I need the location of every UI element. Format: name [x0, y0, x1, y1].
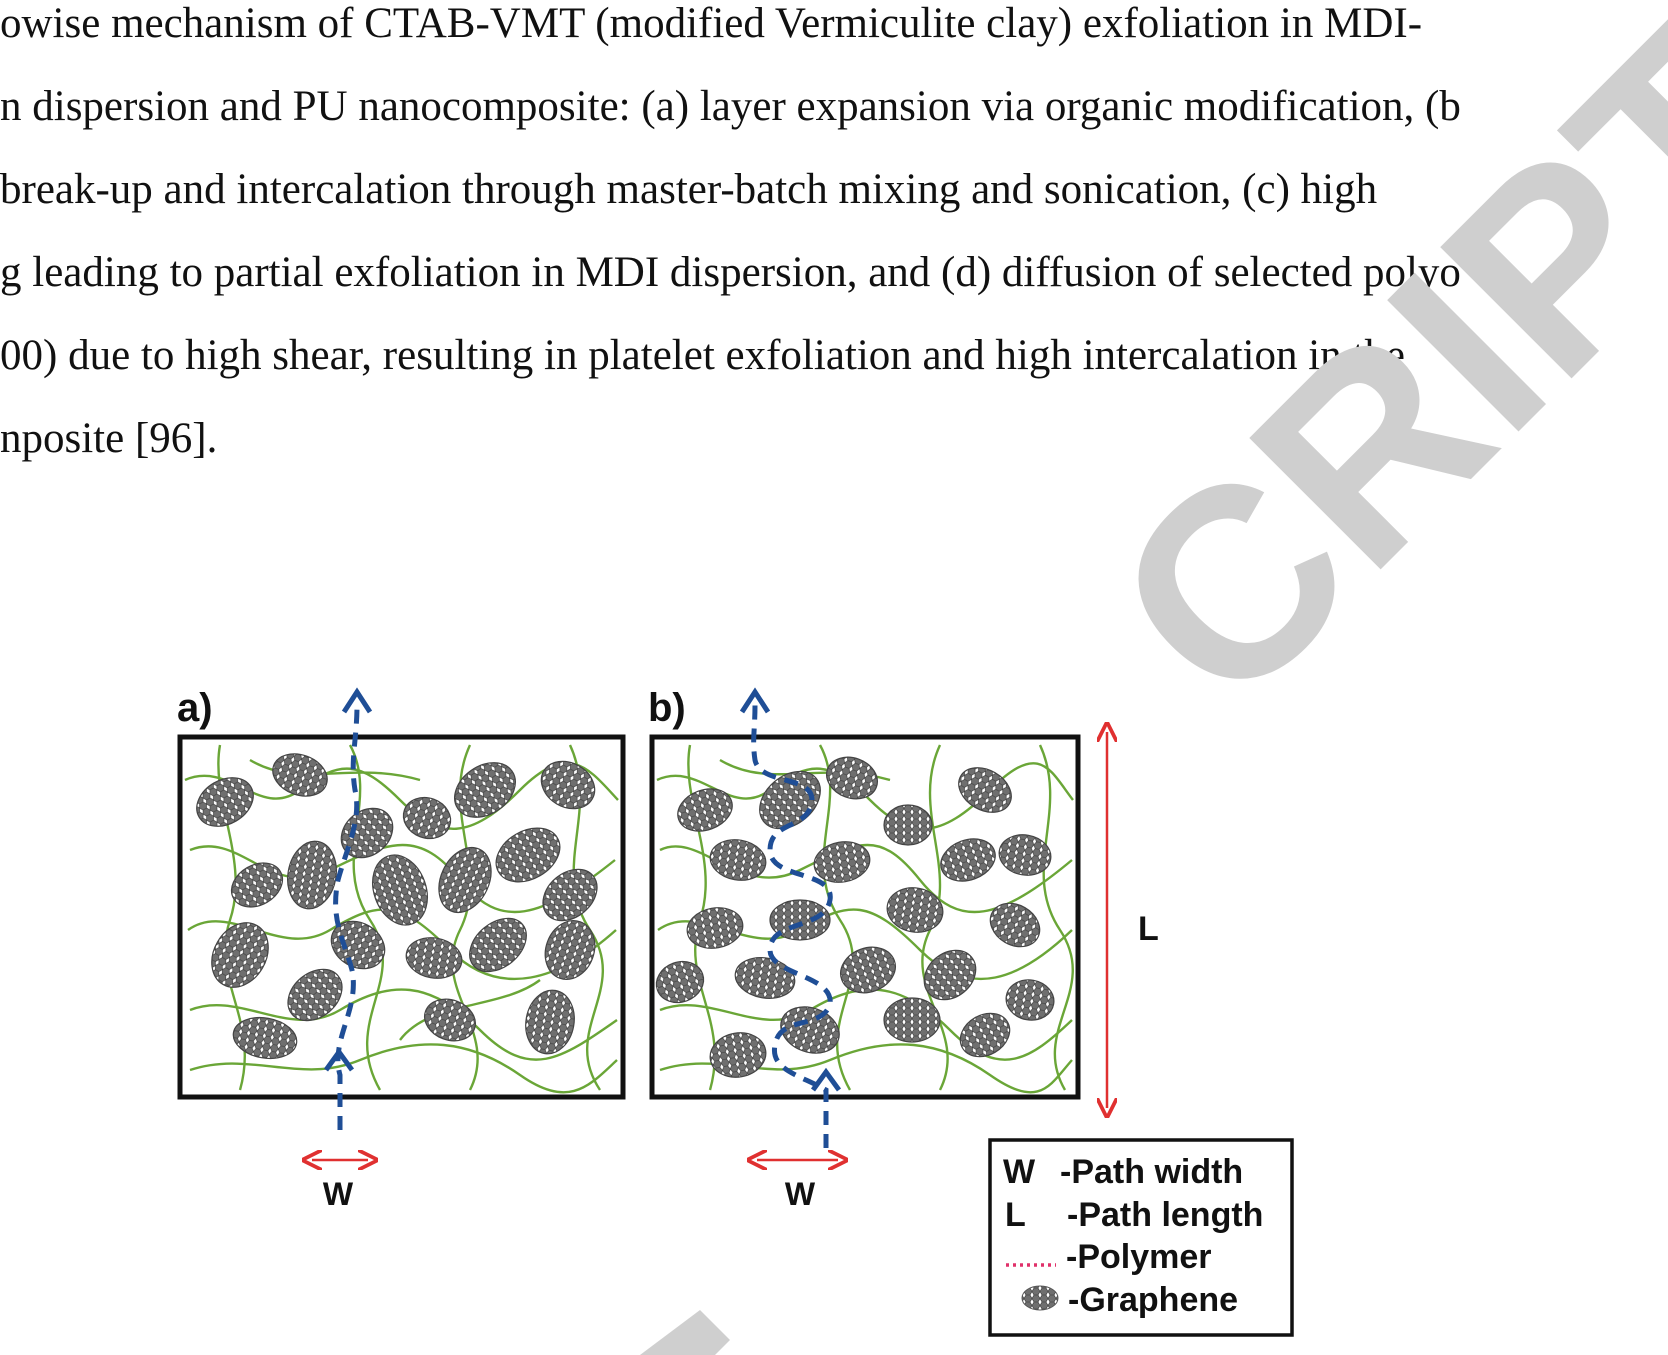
panel-a-diffusion-path — [333, 704, 360, 1130]
diffusion-paths — [333, 704, 833, 1148]
watermark-fragment — [640, 1310, 730, 1355]
panel-b-label: b) — [648, 686, 686, 730]
panel-a-width-label: W — [323, 1176, 354, 1212]
legend-width-key: W — [1003, 1153, 1036, 1191]
caption-line-2: n dispersion and PU nanocomposite: (a) l… — [0, 83, 1461, 130]
caption-line-4: g leading to partial exfoliation in MDI … — [0, 249, 1461, 296]
caption-line-3: break-up and intercalation through maste… — [0, 166, 1378, 213]
legend-polymer-desc: -Polymer — [1066, 1238, 1212, 1276]
caption-line-5: 00) due to high shear, resulting in plat… — [0, 332, 1405, 379]
legend-length-key: L — [1005, 1196, 1026, 1234]
length-label: L — [1138, 910, 1159, 948]
legend-graphene-swatch — [1021, 1285, 1059, 1311]
legend-length-desc: -Path length — [1067, 1196, 1263, 1234]
panel-a-graphene-platelets — [196, 753, 598, 1060]
diffusion-arrowheads — [323, 687, 842, 1092]
legend-width-desc: -Path width — [1060, 1153, 1243, 1191]
legend: W -Path width L -Path length -Polymer -G… — [988, 1138, 1294, 1337]
panel-a-label: a) — [177, 686, 213, 730]
panel-b-diffusion-path — [751, 704, 833, 1148]
caption-line-1: owise mechanism of CTAB-VMT (modified Ve… — [0, 0, 1423, 47]
legend-graphene-desc: -Graphene — [1068, 1281, 1238, 1319]
panel-b-width-label: W — [785, 1176, 816, 1212]
caption-line-6: nposite [96]. — [0, 415, 218, 462]
